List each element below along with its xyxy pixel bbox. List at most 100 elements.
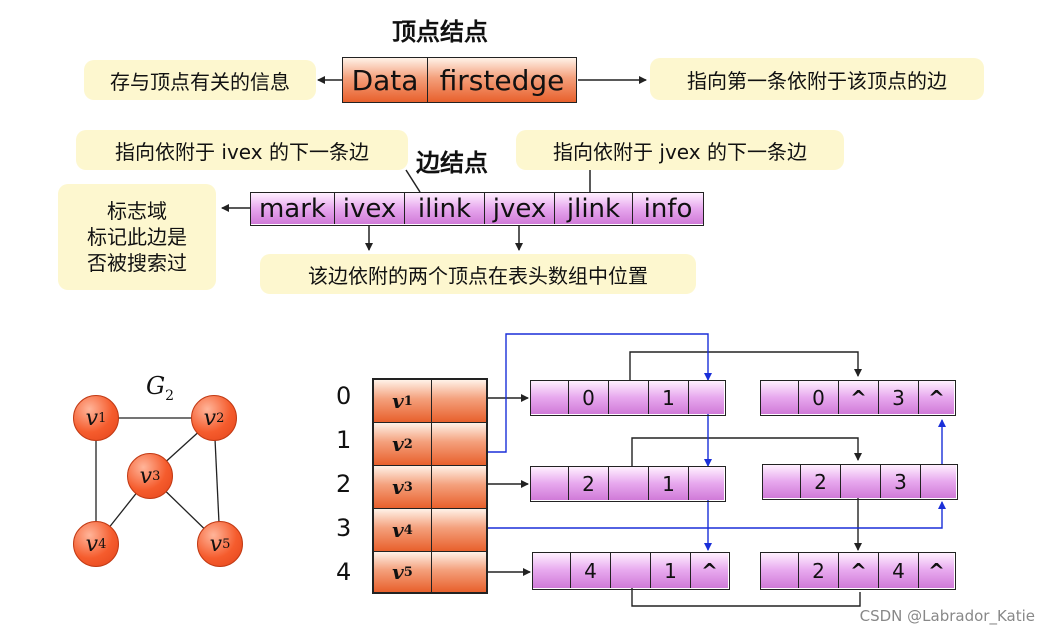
vertex-node-title: 顶点结点 (392, 18, 488, 46)
edge-2-ilink (609, 467, 649, 500)
edge-node-1: 0 ^ 3 ^ (760, 380, 956, 416)
edge-field-ivex: ivex (335, 193, 405, 224)
mark-note-line-1: 标志域 (107, 199, 167, 223)
edge-0-jvex: 1 (649, 381, 689, 414)
vertex-field-firstedge: firstedge (427, 57, 577, 103)
edge-node-2: 2 1 (530, 466, 726, 502)
graph-vertex-v2-sub: 2 (216, 410, 225, 426)
graph-label-sub: 2 (165, 387, 175, 404)
edge-field-mark: mark (251, 193, 335, 224)
ptr-e4-ilink (631, 584, 861, 607)
edge-node-4: 4 1 ^ (532, 552, 730, 590)
edge-3-jvex: 3 (881, 465, 921, 498)
array-vertex-v3-sub: 3 (403, 479, 413, 495)
mark-note-line-2: 标记此边是 (87, 225, 187, 249)
edge-4-ilink (611, 553, 651, 588)
array-index-2: 2 (336, 470, 352, 498)
edge-2-ivex: 2 (569, 467, 609, 500)
edge-node-title: 边结点 (416, 149, 488, 177)
graph-vertex-v1-base: v (85, 405, 99, 431)
ptr-e2-ilink (631, 437, 862, 470)
graph-label-base: G (146, 372, 166, 400)
array-vertex-v1-base: v (392, 389, 404, 413)
graph-vertex-v2-base: v (203, 405, 217, 431)
array-index-0: 0 (336, 382, 352, 410)
edge-1-ilink: ^ (839, 381, 879, 414)
edge-0-ilink (609, 381, 649, 414)
array-first-v2 (432, 423, 486, 466)
array-vertex-v4-base: v (392, 518, 404, 542)
edge-1-jlink: ^ (919, 381, 954, 414)
array-index-3: 3 (336, 514, 352, 542)
ptr-v4-first (458, 501, 946, 529)
graph-vertex-v4-base: v (85, 531, 99, 557)
edge-node-5: 2 ^ 4 ^ (760, 552, 956, 590)
array-vertex-v5-sub: 5 (403, 564, 413, 580)
pointer-ilink-note (405, 169, 421, 193)
edge-5-ivex: 2 (799, 553, 839, 588)
edge-1-ivex: 0 (799, 381, 839, 414)
array-first-v3 (432, 466, 486, 509)
array-vertex-v2-sub: 2 (403, 436, 413, 452)
array-vertex-v2-base: v (392, 432, 404, 456)
vex-position-note: 该边依附的两个顶点在表头数组中位置 (260, 254, 696, 294)
firstedge-note: 指向第一条依附于该顶点的边 (650, 58, 984, 100)
edge-5-jvex: 4 (879, 553, 919, 588)
ilink-note: 指向依附于 ivex 的下一条边 (76, 130, 408, 170)
edge-field-ilink: ilink (405, 193, 485, 224)
edge-3-jlink (921, 465, 956, 498)
array-first-v4 (432, 509, 486, 552)
edge-5-ilink: ^ (839, 553, 879, 588)
graph-vertex-v3-sub: 3 (152, 468, 161, 484)
ptr-e0-ilink (629, 351, 862, 384)
edge-4-jlink: ^ (691, 553, 728, 588)
edge-1-jvex: 3 (879, 381, 919, 414)
mark-note: 标志域 标记此边是 否被搜索过 (58, 184, 216, 290)
watermark: CSDN @Labrador_Katie (859, 607, 1035, 625)
edge-4-ivex: 4 (571, 553, 611, 588)
array-vertex-v1-sub: 1 (403, 393, 413, 409)
array-index-4: 4 (336, 558, 352, 586)
array-first-v1 (432, 380, 486, 423)
edge-3-ivex: 2 (801, 465, 841, 498)
ptr-v2-first (458, 333, 712, 453)
array-vertex-v3-base: v (392, 475, 404, 499)
edge-2-mark (531, 467, 569, 500)
jlink-note: 指向依附于 jvex 的下一条边 (516, 130, 844, 170)
mark-note-line-3: 否被搜索过 (87, 251, 187, 275)
edge-5-jlink: ^ (919, 553, 954, 588)
edge-node-3: 2 3 (762, 464, 958, 500)
graph-vertex-v1-sub: 1 (98, 410, 107, 426)
edge-node-0: 0 1 (530, 380, 726, 416)
edge-node-fields: mark ivex ilink jvex jlink info (250, 192, 704, 226)
edge-0-mark (531, 381, 569, 414)
edge-2-jvex: 1 (649, 467, 689, 500)
edge-0-ivex: 0 (569, 381, 609, 414)
edge-2-jlink (689, 467, 724, 500)
array-first-v5 (432, 552, 486, 592)
graph-vertex-v5-sub: 5 (222, 536, 231, 552)
edge-3-mark (763, 465, 801, 498)
edge-field-jvex: jvex (485, 193, 555, 224)
graph-vertex-v4-sub: 4 (98, 536, 107, 552)
array-index-1: 1 (336, 426, 352, 454)
edge-3-ilink (841, 465, 881, 498)
edge-field-jlink: jlink (555, 193, 633, 224)
edge-0-jlink (689, 381, 724, 414)
graph-vertex-v5-base: v (209, 531, 223, 557)
edge-1-mark (761, 381, 799, 414)
vertex-info-note: 存与顶点有关的信息 (84, 60, 316, 100)
edge-field-info: info (633, 193, 703, 224)
edge-4-mark (533, 553, 571, 588)
graph-vertex-v3-base: v (139, 463, 153, 489)
